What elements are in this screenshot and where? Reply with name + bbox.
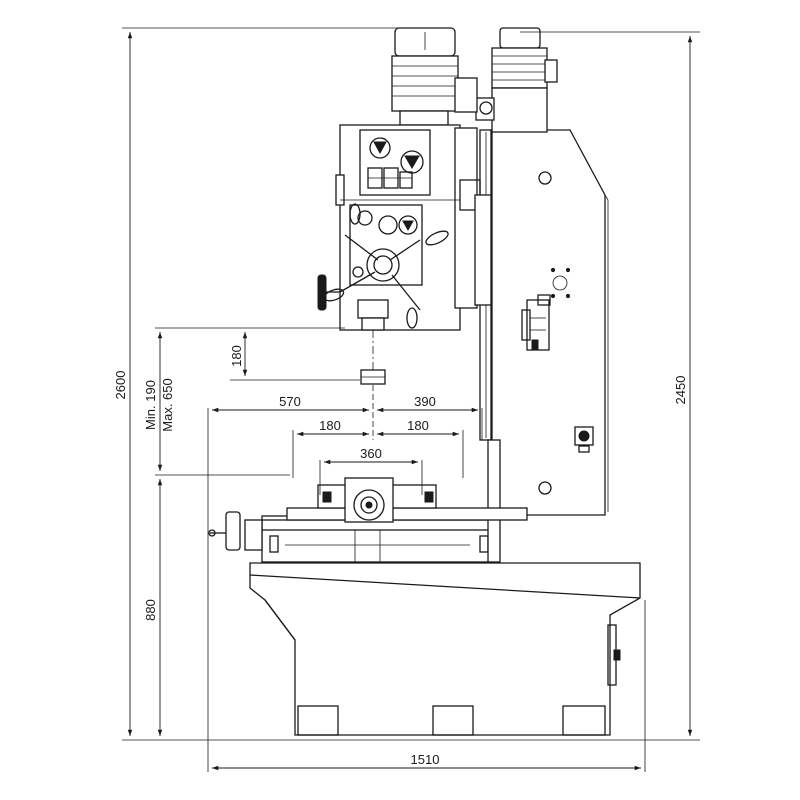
gear-head [335, 124, 492, 331]
coolant-pump [521, 294, 551, 351]
dim-table-width: 360 [360, 446, 382, 461]
dim-gap-max: Max. 650 [160, 378, 175, 431]
work-table [261, 439, 528, 563]
dim-cross-left: 180 [319, 418, 341, 433]
dim-gap-min: Min. 190 [143, 380, 158, 430]
dim-overall-height: 2600 [113, 371, 128, 400]
feed-handwheel [317, 203, 449, 329]
dim-cross-right: 180 [407, 418, 429, 433]
main-switch [574, 426, 594, 453]
dim-stroke: 180 [229, 345, 244, 367]
dim-base-height: 880 [143, 599, 158, 621]
spindle [357, 299, 389, 385]
dim-overall-width: 1510 [411, 752, 440, 767]
dimension-lines [122, 27, 700, 772]
dim-table-left: 570 [279, 394, 301, 409]
table-handwheel [208, 511, 263, 551]
dimension-labels: 2600 2450 880 Min. 190 Max. 650 180 1510… [113, 345, 688, 767]
column-motor [475, 27, 558, 133]
head-motor [391, 27, 478, 126]
dim-column-height: 2450 [673, 376, 688, 405]
machine-base [249, 562, 641, 736]
dim-table-right: 390 [414, 394, 436, 409]
